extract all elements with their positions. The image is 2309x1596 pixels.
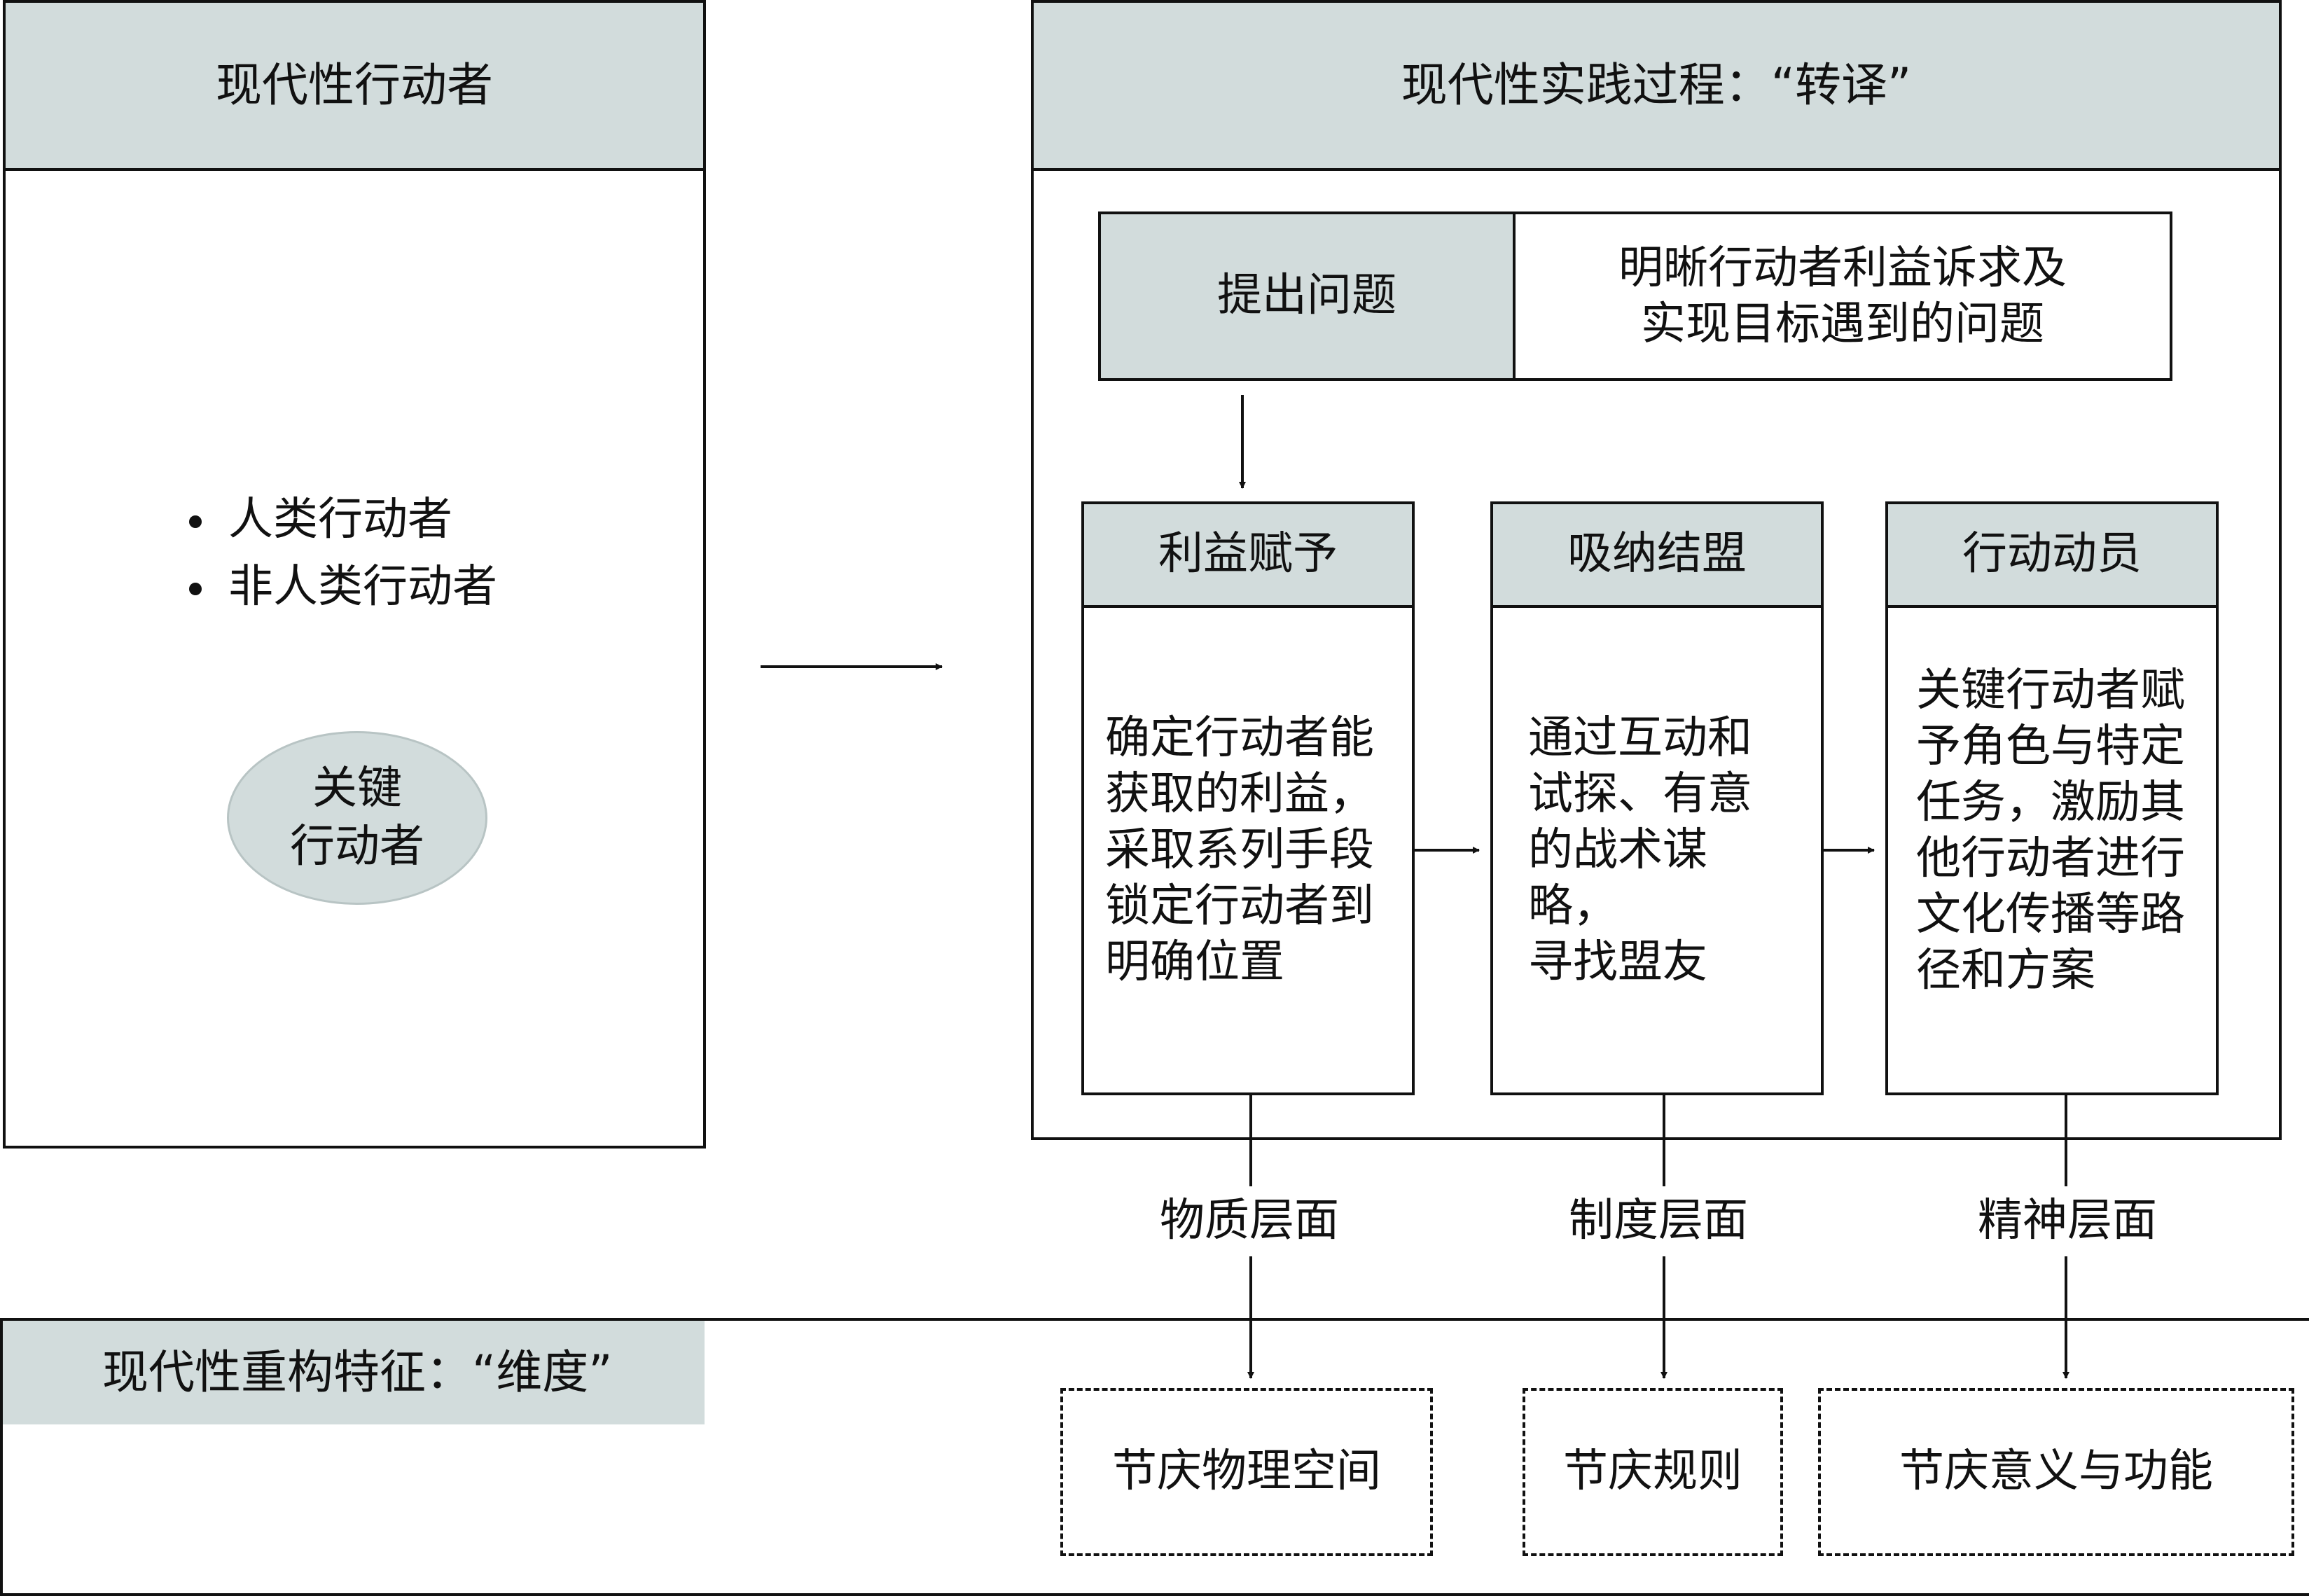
stage-mobilization-box: 行动动员 关键行动者赋 予角色与特定 任务，激励其 他行动者进行 文化传播等路 … bbox=[1885, 501, 2219, 1095]
key-actor-line2: 行动者 bbox=[290, 821, 424, 873]
stage-mobilization-line: 关键行动者赋 bbox=[1916, 665, 2185, 716]
problem-description-line2: 实现目标遇到的问题 bbox=[1641, 298, 2044, 350]
stage-mobilization-title: 行动动员 bbox=[1888, 504, 2216, 608]
level-label-institutional: 制度层面 bbox=[1518, 1186, 1798, 1256]
stage-mobilization-line: 文化传播等路 bbox=[1916, 889, 2185, 941]
level-label-spiritual: 精神层面 bbox=[1927, 1186, 2207, 1256]
stage-enrolment-line: 通过互动和 bbox=[1528, 712, 1752, 764]
stage-enrolment-text: 通过互动和 试探、有意 的战术谋略， 寻找盟友 bbox=[1493, 608, 1821, 1092]
actor-type-nonhuman: 非人类行动者 bbox=[189, 553, 679, 620]
stage-interest-box: 利益赋予 确定行动者能 获取的利益， 采取系列手段 锁定行动者到 明确位置 bbox=[1081, 501, 1415, 1095]
problem-description: 明晰行动者利益诉求及 实现目标遇到的问题 bbox=[1516, 214, 2170, 378]
actor-type-human: 人类行动者 bbox=[189, 486, 679, 553]
stage-enrolment-line: 寻找盟友 bbox=[1528, 936, 1707, 988]
key-actor-line1: 关键 bbox=[312, 762, 402, 814]
stage-interest-title: 利益赋予 bbox=[1084, 504, 1412, 608]
stage-interest-line: 明确位置 bbox=[1105, 936, 1284, 988]
stage-interest-line: 获取的利益， bbox=[1105, 768, 1374, 820]
stage-enrolment-box: 吸纳结盟 通过互动和 试探、有意 的战术谋略， 寻找盟友 bbox=[1490, 501, 1824, 1095]
stage-mobilization-line: 予角色与特定 bbox=[1916, 721, 2185, 772]
stage-interest-line: 采取系列手段 bbox=[1105, 824, 1374, 876]
stage-mobilization-line: 他行动者进行 bbox=[1916, 833, 2185, 884]
problem-label: 提出问题 bbox=[1101, 214, 1516, 378]
problem-box: 提出问题 明晰行动者利益诉求及 实现目标遇到的问题 bbox=[1098, 211, 2172, 381]
dimension-panel-title: 现代性重构特征：“维度” bbox=[3, 1321, 705, 1424]
actors-panel-title: 现代性行动者 bbox=[6, 3, 703, 171]
stage-interest-text: 确定行动者能 获取的利益， 采取系列手段 锁定行动者到 明确位置 bbox=[1084, 608, 1412, 1092]
translation-panel-title: 现代性实践过程：“转译” bbox=[1034, 3, 2279, 171]
stage-interest-line: 锁定行动者到 bbox=[1105, 880, 1374, 932]
outcome-physical-space: 节庆物理空间 bbox=[1060, 1388, 1433, 1556]
stage-mobilization-text: 关键行动者赋 予角色与特定 任务，激励其 他行动者进行 文化传播等路 径和方案 bbox=[1888, 608, 2216, 1092]
stage-enrolment-title: 吸纳结盟 bbox=[1493, 504, 1821, 608]
key-actor-ellipse: 关键 行动者 bbox=[227, 731, 487, 905]
stage-mobilization-line: 径和方案 bbox=[1916, 945, 2095, 997]
outcome-rules: 节庆规则 bbox=[1523, 1388, 1783, 1556]
outcome-meaning-function: 节庆意义与功能 bbox=[1818, 1388, 2294, 1556]
level-label-material: 物质层面 bbox=[1109, 1186, 1389, 1256]
stage-enrolment-line: 试探、有意 bbox=[1528, 768, 1752, 820]
actors-panel: 现代性行动者 人类行动者 非人类行动者 关键 行动者 bbox=[3, 0, 706, 1149]
stage-interest-line: 确定行动者能 bbox=[1105, 712, 1374, 764]
problem-description-line1: 明晰行动者利益诉求及 bbox=[1618, 242, 2067, 294]
stage-mobilization-line: 任务，激励其 bbox=[1916, 777, 2185, 828]
actor-type-list: 人类行动者 非人类行动者 bbox=[189, 486, 679, 620]
stage-enrolment-line: 的战术谋略， bbox=[1528, 824, 1707, 932]
